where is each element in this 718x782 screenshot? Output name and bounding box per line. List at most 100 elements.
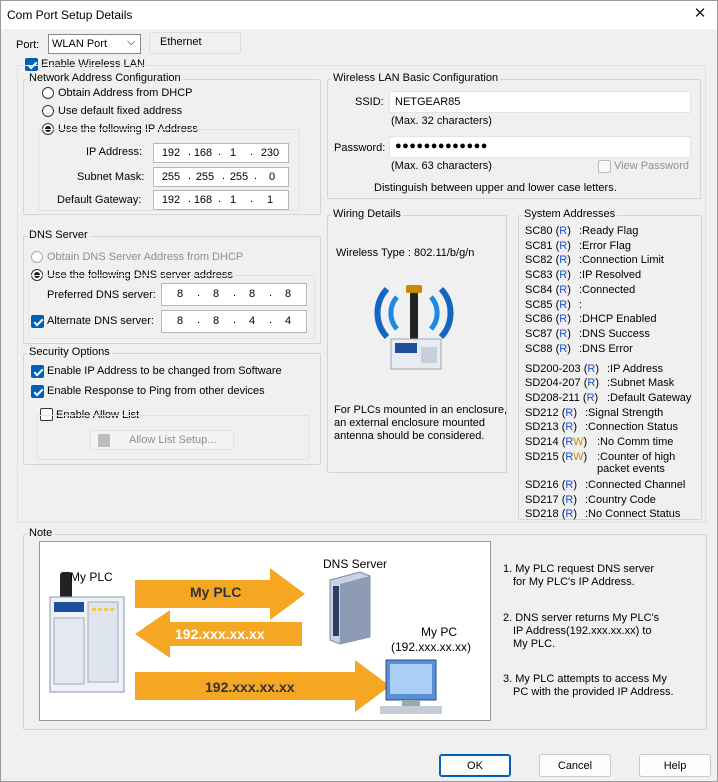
allow-list-checkbox[interactable] [40,408,53,421]
system-address-access: R [559,342,568,355]
system-address-code: SC87 (R) [525,327,571,340]
dns-octet: 8 [212,288,220,300]
note-step3-line1: 3. My PLC attempts to access My [503,673,667,685]
wlan-basic-group: Wireless LAN Basic Configuration [327,72,701,199]
system-address-access: R [586,392,595,404]
system-address-access: R [565,421,574,434]
system-address-access: R [565,406,574,419]
ip-address-field[interactable]: 192. 168. 1. 230 [153,143,289,163]
allow-list-setup-label: Allow List Setup... [129,434,217,446]
system-address-desc: :Signal Strength [585,406,664,419]
my-pc-ip-label: (192.xxx.xx.xx) [391,640,472,654]
system-address-access: R [565,508,574,521]
system-address-row: SD208-211 (R):Default Gateway [525,392,691,404]
system-address-access: R [559,283,568,296]
note-group-label: Note [27,527,55,539]
arrow1-label: My PLC [190,584,242,600]
system-address-desc: :Connection Status [585,421,678,434]
radio-dns-dhcp[interactable] [31,251,43,263]
system-address-access: R [565,493,574,506]
change-ip-checkbox[interactable] [31,365,44,378]
system-address-code: SC83 (R) [525,269,571,282]
radio-obtain-dhcp[interactable] [42,87,54,99]
dns-server-group: DNS Server [23,229,321,344]
system-address-access: R [559,269,568,282]
ssid-value: NETGEAR85 [395,96,461,108]
help-button-label: Help [663,760,687,772]
password-label: Password: [334,142,386,154]
subnet-mask-label: Subnet Mask: [77,171,145,183]
system-group-label: System Addresses [522,208,618,220]
ssid-input[interactable]: NETGEAR85 [389,91,691,113]
system-address-desc: :No Connect Status [585,508,681,521]
subnet-mask-field[interactable]: 255. 255. 255. 0 [153,167,289,187]
cancel-button-label: Cancel [557,760,593,772]
system-address-code: SC81 (R) [525,239,571,252]
my-plc-label: My PLC [70,570,113,584]
system-address-code: SD204-207 (R) [525,377,599,390]
system-address-row: SC86 (R):DHCP Enabled [525,313,656,325]
system-address-code: SD208-211 (R) [525,392,599,404]
system-address-access: RW [565,436,584,449]
close-icon[interactable]: ✕ [693,5,707,22]
system-address-code: SC82 (R) [525,254,571,267]
system-address-row: SC83 (R):IP Resolved [525,269,641,282]
chevron-down-icon: ⌵ [127,36,136,48]
wiring-group-label: Wiring Details [331,208,403,220]
mask-octet: 255 [229,171,249,183]
default-gateway-field[interactable]: 192. 168. 1. 1 [153,190,289,210]
system-address-code: SC88 (R) [525,342,571,355]
security-group-label: Security Options [27,346,112,358]
system-address-code: SC80 (R) [525,225,571,237]
system-address-code: SD214 (RW) [525,436,588,449]
ip-octet: 230 [260,147,280,159]
system-address-desc: :Connected Channel [585,478,686,491]
view-password-checkbox[interactable] [598,160,611,173]
port-select-value: WLAN Port [52,38,108,50]
dns-group-label: DNS Server [27,229,90,241]
ip-octet: 168 [193,147,213,159]
enable-wlan-checkbox[interactable] [25,58,38,71]
system-addresses-group: System Addresses [518,208,702,520]
note-step2-line2: IP Address(192.xxx.xx.xx) to [513,625,652,637]
wiring-note-line2: an external enclosure mounted [334,417,486,429]
system-address-access: R [559,254,568,267]
dns-server-label: DNS Server [323,557,388,571]
wlan-basic-group-label: Wireless LAN Basic Configuration [331,72,501,84]
system-address-code: SC84 (R) [525,283,571,296]
system-address-code: SD217 (R) [525,493,577,506]
preferred-dns-field[interactable]: 8. 8. 8. 8 [161,283,307,306]
dns-octet: 8 [284,288,292,300]
ip-octet: 192 [161,147,181,159]
gw-octet: 1 [266,194,274,206]
wiring-note-line1: For PLCs mounted in an enclosure, [334,404,508,416]
alternate-dns-checkbox[interactable] [31,315,44,328]
ok-button[interactable]: OK [439,754,511,777]
password-hint: (Max. 63 characters) [391,160,492,172]
system-address-row: SD216 (R):Connected Channel [525,478,685,491]
ping-checkbox[interactable] [31,385,44,398]
system-address-desc: :DHCP Enabled [579,313,657,326]
note-step1-line1: 1. My PLC request DNS server [503,563,654,575]
system-address-access: R [565,478,574,491]
alternate-dns-field[interactable]: 8. 8. 4. 4 [161,310,307,333]
system-address-row: SD217 (R):Country Code [525,493,656,506]
radio-dns-dhcp-label: Obtain DNS Server Address from DHCP [47,251,244,263]
network-group-label: Network Address Configuration [27,72,183,84]
allow-list-setup-button[interactable]: Allow List Setup... [90,430,234,450]
note-step3-line2: PC with the provided IP Address. [513,686,674,698]
preferred-dns-label: Preferred DNS server: [47,289,156,301]
radio-default-fixed[interactable] [42,105,54,117]
port-select[interactable]: WLAN Port ⌵ [48,34,141,54]
system-address-desc: :Counter of high packet events [597,450,676,475]
help-button[interactable]: Help [639,754,711,777]
system-address-row: SD213 (R):Connection Status [525,421,678,434]
system-address-access: R [559,327,568,340]
system-address-row: SC85 (R): [525,299,582,311]
note-step2-line3: My PLC. [513,638,556,650]
password-input[interactable]: ●●●●●●●●●●●●● [389,136,691,158]
cancel-button[interactable]: Cancel [539,754,611,777]
gw-octet: 192 [161,194,181,206]
ethernet-button[interactable]: Ethernet [149,32,241,54]
